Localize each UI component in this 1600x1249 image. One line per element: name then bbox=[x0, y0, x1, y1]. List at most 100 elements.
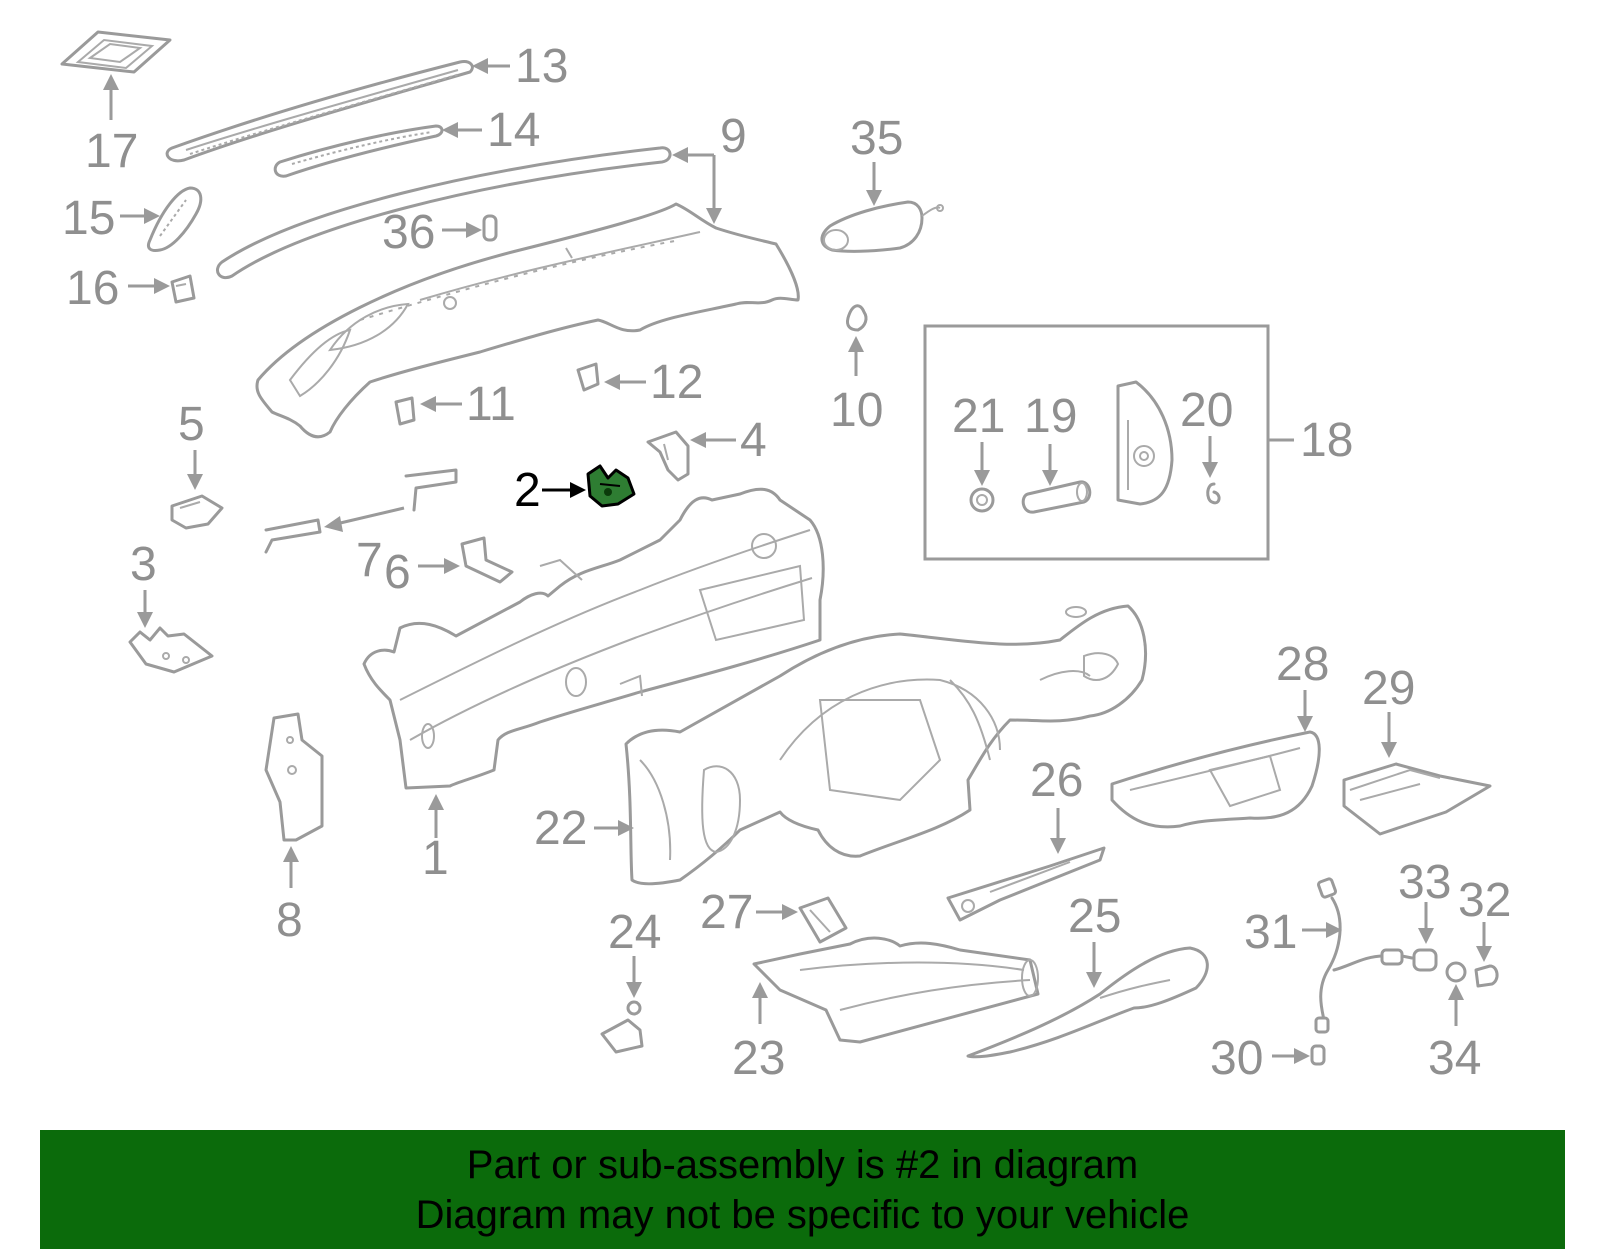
leader-34: 34 bbox=[1428, 984, 1481, 1085]
callout-9: 9 bbox=[720, 110, 747, 163]
leader-32: 32 bbox=[1458, 874, 1511, 962]
callout-30: 30 bbox=[1210, 1032, 1263, 1085]
leader-21: 21 bbox=[952, 390, 1005, 486]
callout-25: 25 bbox=[1068, 890, 1121, 943]
part-23-air-duct[interactable] bbox=[752, 936, 1040, 1044]
part-16-clip[interactable] bbox=[170, 274, 196, 304]
part-5-bracket[interactable] bbox=[170, 494, 224, 530]
part-34-socket[interactable] bbox=[1445, 961, 1467, 983]
callout-2: 2 bbox=[514, 464, 541, 517]
leader-29: 29 bbox=[1362, 662, 1415, 758]
part-13-defroster-grille[interactable] bbox=[165, 60, 474, 163]
leader-13: 13 bbox=[472, 40, 568, 93]
callout-6: 6 bbox=[384, 546, 411, 599]
leader-3: 3 bbox=[130, 538, 157, 628]
callout-29: 29 bbox=[1362, 662, 1415, 715]
callout-8: 8 bbox=[276, 894, 303, 947]
leader-19: 19 bbox=[1024, 390, 1077, 486]
part-6-bracket[interactable] bbox=[460, 536, 514, 584]
part-2-bracket-highlighted[interactable] bbox=[586, 464, 636, 508]
callout-19: 19 bbox=[1024, 390, 1077, 443]
callout-21: 21 bbox=[952, 390, 1005, 443]
leader-10: 10 bbox=[830, 336, 883, 437]
callout-27: 27 bbox=[700, 886, 753, 939]
part-29-glove-box[interactable] bbox=[1342, 762, 1492, 836]
callout-10: 10 bbox=[830, 384, 883, 437]
part-15-side-vent[interactable] bbox=[146, 186, 203, 252]
leader-17: 17 bbox=[85, 74, 138, 178]
parts-diagram: 17 13 14 15 16 bbox=[60, 30, 1511, 1085]
leader-6: 6 bbox=[384, 546, 460, 599]
part-35-airbag-module[interactable] bbox=[820, 200, 944, 253]
part-19-pin[interactable] bbox=[1021, 480, 1092, 514]
part-17-vent-grille[interactable] bbox=[60, 30, 172, 74]
leader-27: 27 bbox=[700, 886, 798, 939]
part-26-trim-panel[interactable] bbox=[946, 846, 1106, 922]
info-banner: Part or sub-assembly is #2 in diagram Di… bbox=[40, 1130, 1565, 1249]
leader-26: 26 bbox=[1030, 754, 1083, 854]
part-33-socket[interactable] bbox=[1412, 948, 1438, 972]
part-4-bracket[interactable] bbox=[646, 430, 690, 482]
part-25-lower-trim[interactable] bbox=[966, 946, 1209, 1059]
callout-12: 12 bbox=[650, 356, 703, 409]
callout-35: 35 bbox=[850, 112, 903, 165]
part-12-clip[interactable] bbox=[576, 362, 600, 392]
leader-35: 35 bbox=[850, 112, 903, 206]
part-14-center-grille[interactable] bbox=[273, 124, 444, 178]
part-22-panel-carrier[interactable] bbox=[624, 604, 1148, 886]
callout-3: 3 bbox=[130, 538, 157, 591]
callout-11: 11 bbox=[466, 378, 516, 431]
part-18-bracket-plate[interactable] bbox=[1116, 380, 1174, 506]
callout-33: 33 bbox=[1398, 856, 1451, 909]
callout-34: 34 bbox=[1428, 1032, 1481, 1085]
callout-24: 24 bbox=[608, 906, 661, 959]
part-8-support-brace[interactable] bbox=[264, 712, 324, 842]
part-3-bracket[interactable] bbox=[128, 626, 214, 674]
callout-31: 31 bbox=[1244, 906, 1297, 959]
part-9-trim-strip[interactable] bbox=[216, 146, 672, 279]
callout-22: 22 bbox=[534, 802, 587, 855]
leader-14: 14 bbox=[442, 104, 540, 157]
banner-line-2: Diagram may not be specific to your vehi… bbox=[415, 1193, 1190, 1237]
leader-20: 20 bbox=[1180, 384, 1233, 478]
callout-16: 16 bbox=[66, 262, 119, 315]
leader-16: 16 bbox=[66, 262, 170, 315]
part-7-brace[interactable] bbox=[264, 468, 458, 554]
part-31-wiring-harness[interactable] bbox=[1314, 877, 1414, 1034]
callout-28: 28 bbox=[1276, 638, 1329, 691]
part-20-clip[interactable] bbox=[1206, 482, 1221, 505]
leader-33: 33 bbox=[1398, 856, 1451, 944]
part-36-plug[interactable] bbox=[482, 214, 498, 242]
part-32-bulb[interactable] bbox=[1474, 964, 1499, 988]
leader-12: 12 bbox=[604, 356, 703, 409]
leader-30: 30 bbox=[1210, 1032, 1310, 1085]
leader-31: 31 bbox=[1244, 906, 1342, 959]
part-24-bracket[interactable] bbox=[600, 1000, 644, 1054]
part-10-clip[interactable] bbox=[846, 304, 868, 332]
leader-18: 18 bbox=[1268, 414, 1353, 467]
leader-22: 22 bbox=[534, 802, 634, 855]
callout-23: 23 bbox=[732, 1032, 785, 1085]
part-18-group-box bbox=[923, 324, 1270, 561]
callout-7: 7 bbox=[356, 534, 383, 587]
part-1-cross-car-beam[interactable] bbox=[362, 487, 825, 790]
callout-36: 36 bbox=[382, 206, 435, 259]
callout-18: 18 bbox=[1300, 414, 1353, 467]
part-21-washer[interactable] bbox=[969, 487, 995, 513]
callout-17: 17 bbox=[85, 125, 138, 178]
part-28-knee-bolster[interactable] bbox=[1110, 730, 1321, 829]
leader-36: 36 bbox=[382, 206, 482, 259]
leader-11: 11 bbox=[420, 378, 516, 431]
leader-24: 24 bbox=[608, 906, 661, 998]
part-9-instrument-panel-pad[interactable] bbox=[255, 202, 800, 439]
part-11-clip[interactable] bbox=[394, 396, 416, 426]
leader-28: 28 bbox=[1276, 638, 1329, 732]
leader-2: 2 bbox=[514, 464, 586, 517]
callout-13: 13 bbox=[515, 40, 568, 93]
callout-14: 14 bbox=[487, 104, 540, 157]
leader-1: 1 bbox=[422, 794, 449, 885]
part-27-small-panel[interactable] bbox=[798, 896, 848, 944]
banner-line-1: Part or sub-assembly is #2 in diagram bbox=[466, 1143, 1139, 1187]
part-30-bulb[interactable] bbox=[1310, 1044, 1326, 1066]
callout-32: 32 bbox=[1458, 874, 1511, 927]
